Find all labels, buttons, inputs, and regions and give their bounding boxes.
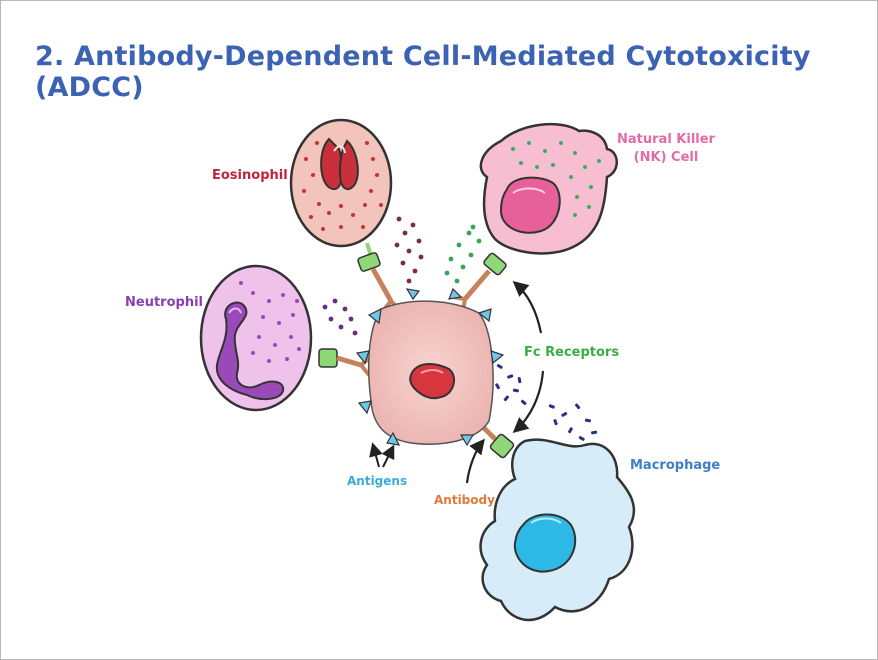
label-nk-line2: (NK) Cell — [634, 150, 699, 165]
label-antibody: Antibody — [434, 493, 495, 507]
nk-granules-release — [444, 224, 482, 284]
label-eosinophil: Eosinophil — [212, 168, 288, 183]
nk-receptor-link — [452, 252, 507, 312]
antigen-arrows — [369, 442, 395, 468]
eosinophil-cell — [289, 118, 393, 248]
label-nk-line1: Natural Killer — [617, 132, 716, 147]
antibody-arrow — [465, 438, 485, 484]
macrophage-cell — [479, 438, 636, 622]
nk-cell — [479, 122, 618, 255]
macrophage-particles-release — [495, 363, 598, 441]
eosinophil-receptor-link — [357, 242, 403, 315]
label-macrophage: Macrophage — [630, 458, 720, 473]
label-fc-receptors: Fc Receptors — [524, 345, 619, 360]
neutrophil-cell — [199, 264, 313, 412]
label-antigens: Antigens — [347, 474, 407, 488]
eosinophil-granules-release — [394, 216, 424, 284]
neutrophil-granules-release — [322, 298, 358, 336]
label-neutrophil: Neutrophil — [125, 295, 203, 310]
fc-receptor-arrows — [512, 280, 545, 434]
target-cell — [368, 300, 494, 445]
slide-title: 2. Antibody-Dependent Cell-Mediated Cyto… — [35, 41, 811, 103]
